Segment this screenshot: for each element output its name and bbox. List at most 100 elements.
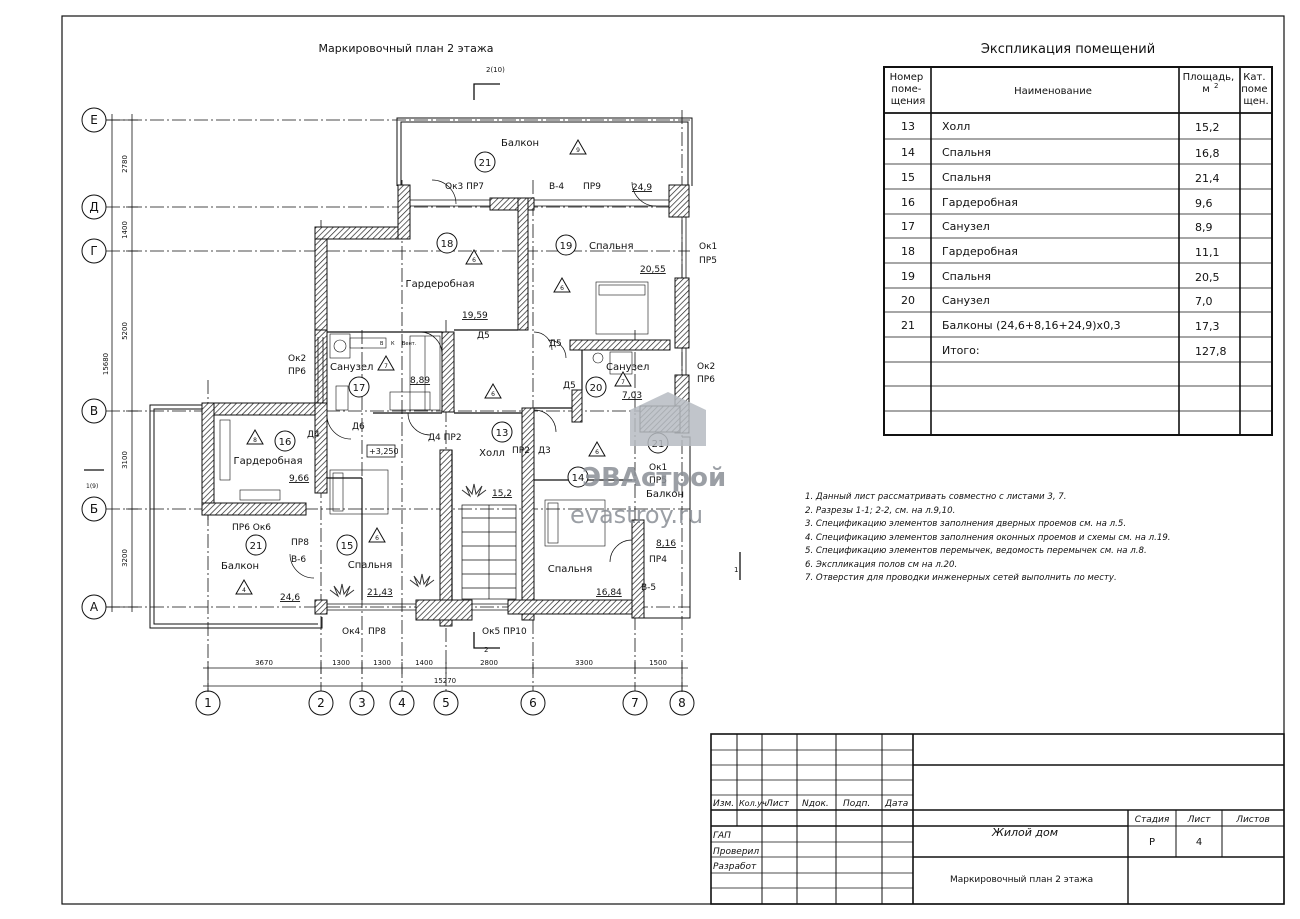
grid-row-label: Б — [90, 502, 98, 516]
opening-mark: Ок3 ПР7 — [445, 182, 484, 192]
stamp-col-header: Подп. — [843, 799, 870, 809]
opening-mark: ПР6 — [697, 375, 715, 385]
cell-area: 127,8 — [1195, 345, 1227, 358]
note-line: 3. Спецификацию элементов заполнения две… — [805, 519, 1126, 529]
stamp-project: Жилой дом — [991, 826, 1058, 839]
cell-name: Санузел — [942, 220, 990, 233]
dim-text: 3200 — [121, 549, 129, 567]
opening-mark: В-5 — [641, 583, 656, 593]
floor-type-mark: 6 — [375, 535, 379, 542]
windows — [207, 199, 687, 611]
section-mark-label: 2 — [484, 646, 488, 654]
cell-number: 14 — [901, 146, 915, 159]
room-name: Холл — [479, 448, 505, 459]
header-line: щения — [891, 96, 926, 107]
cell-name: Гардеробная — [942, 196, 1018, 209]
table-row: 15 Спальня 21,4 — [901, 171, 1220, 185]
cell-number: 20 — [901, 294, 915, 307]
grid-col-label: 6 — [529, 696, 537, 710]
floor-type-mark: 4 — [242, 587, 246, 594]
cell-area: 17,3 — [1195, 320, 1220, 333]
room-area: 19,59 — [462, 311, 488, 321]
opening-mark: Д5 — [549, 339, 562, 349]
cell-number: 19 — [901, 270, 915, 283]
room-name: Спальня — [589, 241, 634, 252]
cell-area: 8,9 — [1195, 221, 1213, 234]
header-line: поме- — [891, 84, 921, 95]
dimension-left — [106, 114, 138, 612]
room-area: 21,43 — [367, 588, 393, 598]
grid-col-label: 2 — [317, 696, 325, 710]
opening-mark: В-4 — [549, 182, 564, 192]
room-area: 20,55 — [640, 265, 666, 275]
room-area: 8,89 — [410, 376, 430, 386]
watermark-url: evastroy.ru — [570, 501, 703, 529]
cell-area: 20,5 — [1195, 271, 1220, 284]
plan-title: Маркировочный план 2 этажа — [319, 42, 494, 55]
cell-number: 18 — [901, 245, 915, 258]
room-area: 9,66 — [289, 474, 309, 484]
header-line: м — [1202, 84, 1210, 95]
stamp-stage-label: Стадия — [1135, 815, 1170, 825]
opening-mark: ПР2 — [512, 446, 530, 456]
room-name: Гардеробная — [234, 456, 303, 467]
header-line: щен. — [1243, 96, 1268, 107]
watermark: ЭВАстрой evastroy.ru — [570, 392, 726, 529]
explication-table — [883, 66, 1273, 436]
header-line: Площадь, — [1183, 72, 1235, 83]
room-number: 13 — [496, 428, 509, 439]
room-number: 18 — [441, 239, 454, 250]
floor-type-mark: 7 — [384, 363, 388, 370]
dim-text: 3100 — [121, 451, 129, 469]
opening-mark: Д4 — [307, 430, 320, 440]
opening-mark: К — [391, 341, 395, 347]
opening-mark: Ок1 — [699, 242, 717, 252]
floor-type-mark: 9 — [576, 147, 580, 154]
opening-mark: Д5 — [563, 381, 576, 391]
opening-mark: ПР9 — [583, 182, 601, 192]
grid-row-label: В — [90, 404, 98, 418]
cell-area: 11,1 — [1195, 246, 1220, 259]
section-mark-label: 2(10) — [486, 66, 505, 74]
explication-header: Номер поме- щения Наименование Площадь, … — [890, 72, 1271, 107]
table-row: 17 Санузел 8,9 — [901, 220, 1213, 234]
cell-name: Итого: — [942, 344, 980, 357]
stamp-col-header: Лист — [765, 799, 790, 809]
room-name: Спальня — [348, 560, 393, 571]
plant-icon — [329, 483, 487, 598]
header-line: Кат. — [1243, 72, 1265, 83]
stamp-role: ГАП — [713, 831, 731, 841]
room-name: Балкон — [501, 138, 539, 149]
dim-text: 3300 — [575, 659, 593, 667]
opening-mark: ПР5 — [699, 256, 717, 266]
floor-type-mark: 6 — [560, 285, 564, 292]
col-header-name: Наименование — [1014, 86, 1092, 97]
floor-type-mark: 6 — [472, 257, 476, 264]
header-line: поме — [1241, 84, 1267, 95]
dim-text: 2780 — [121, 155, 129, 173]
opening-mark: Ок1 — [649, 463, 667, 473]
room-name: Спальня — [548, 564, 593, 575]
grid-row-label: Е — [90, 113, 98, 127]
floor-type-mark: 6 — [491, 391, 495, 398]
dim-text: 3670 — [255, 659, 273, 667]
doors — [289, 179, 657, 579]
cell-name: Холл — [942, 120, 970, 133]
table-row: 20 Санузел 7,0 — [901, 294, 1213, 308]
explication-rows: 13 Холл 15,2 14 Спальня 16,8 15 Спальня … — [901, 120, 1227, 358]
grid-col-label: 4 — [398, 696, 406, 710]
room-name: Санузел — [606, 362, 649, 373]
watermark-brand: ЭВАстрой — [582, 463, 726, 493]
table-row: Итого: 127,8 — [942, 344, 1227, 358]
elevation-mark: +3,250 — [369, 447, 399, 456]
dim-text: 1300 — [373, 659, 391, 667]
room-number: 15 — [341, 541, 354, 552]
col-header-category: Кат. поме щен. — [1241, 72, 1271, 107]
cell-number: 13 — [901, 120, 915, 133]
grid-row-label: Д — [89, 200, 98, 214]
floor-type-mark: 7 — [621, 379, 625, 386]
table-row: 16 Гардеробная 9,6 — [901, 196, 1213, 210]
room-name: Гардеробная — [406, 279, 475, 290]
room-area: 24,6 — [280, 593, 300, 603]
explication-title: Экспликация помещений — [981, 42, 1155, 57]
